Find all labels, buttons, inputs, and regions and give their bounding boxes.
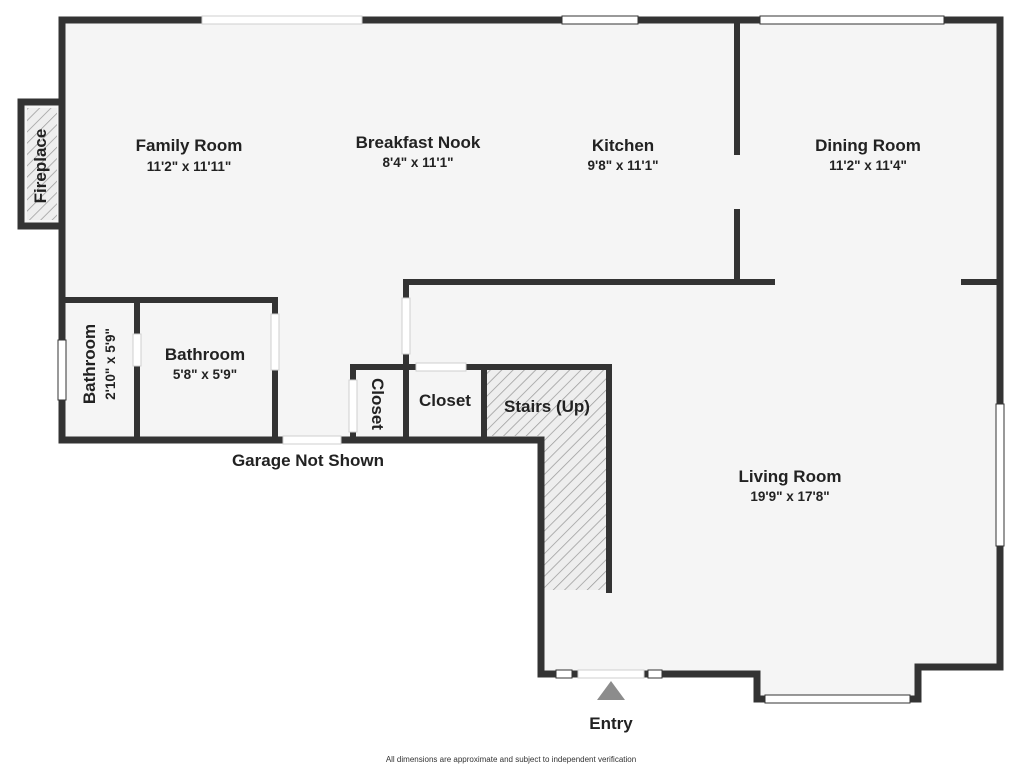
bathroom-small-name: Bathroom xyxy=(80,324,99,404)
bathroom-dims: 5'8" x 5'9" xyxy=(173,367,237,382)
opening-bath-door xyxy=(132,333,142,367)
walls xyxy=(17,16,1004,703)
window-north-3 xyxy=(759,15,945,25)
opening-entry-sidelight-right xyxy=(647,669,663,679)
breakfast-nook-dims: 8'4" x 11'1" xyxy=(382,155,453,170)
opening-garage xyxy=(282,435,342,445)
dining-room-dims: 11'2" x 11'4" xyxy=(829,158,907,173)
wall-fireplace xyxy=(17,98,66,230)
opening-bath-door-2 xyxy=(270,313,280,371)
entry-label: Entry xyxy=(589,714,633,733)
fireplace-name: Fireplace xyxy=(31,129,50,204)
windows xyxy=(57,15,1005,704)
window-west-bath xyxy=(57,339,67,401)
wall-bathroom-north xyxy=(59,297,278,443)
dining-room-name: Dining Room xyxy=(815,136,921,155)
wall-south-west xyxy=(58,436,1004,703)
window-north-1 xyxy=(201,15,363,25)
main-floor xyxy=(62,20,1000,699)
window-bay-south xyxy=(764,694,911,704)
closet-a-name: Closet xyxy=(368,378,387,430)
family-room-name: Family Room xyxy=(136,136,243,155)
window-north-2 xyxy=(561,15,639,25)
stairs-hatch xyxy=(484,369,607,590)
wall-stairs xyxy=(481,364,612,593)
fireplace-hatch xyxy=(27,108,57,220)
opening-kitchen-living xyxy=(401,297,411,355)
bathroom-small-dims: 2'10" x 5'9" xyxy=(103,328,118,400)
window-east xyxy=(995,403,1005,547)
kitchen-name: Kitchen xyxy=(592,136,654,155)
garage-label: Garage Not Shown xyxy=(232,451,384,470)
breakfast-nook-name: Breakfast Nook xyxy=(356,133,481,152)
family-room-dims: 11'2" x 11'11" xyxy=(147,159,232,174)
disclaimer-note: All dimensions are approximate and subje… xyxy=(386,755,636,764)
bathroom-name: Bathroom xyxy=(165,345,245,364)
opening-closet-a-door xyxy=(348,379,358,433)
opening-entry-sidelight-left xyxy=(555,669,573,679)
living-room-dims: 19'9" x 17'8" xyxy=(750,489,829,504)
kitchen-dims: 9'8" x 11'1" xyxy=(587,158,658,173)
closet-b-name: Closet xyxy=(419,391,471,410)
room-labels: Family Room 11'2" x 11'11" Breakfast Noo… xyxy=(31,129,921,764)
stairs-name: Stairs (Up) xyxy=(504,397,590,416)
opening-closet-b-door xyxy=(415,362,467,372)
living-room-name: Living Room xyxy=(739,467,842,486)
entry-arrow-icon xyxy=(597,681,625,700)
opening-entry-door xyxy=(577,669,645,679)
